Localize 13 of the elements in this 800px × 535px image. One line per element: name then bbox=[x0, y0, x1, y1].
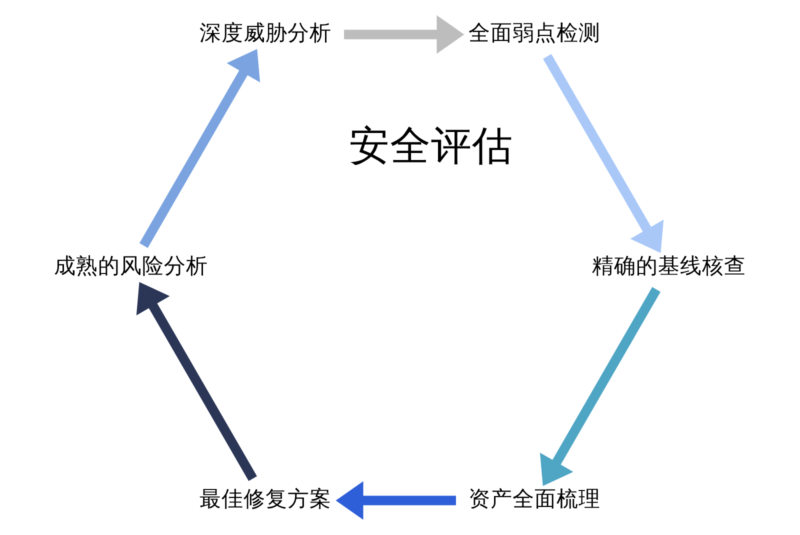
arrow bbox=[136, 282, 257, 481]
node-text: 资产全面梳理 bbox=[468, 486, 601, 511]
node-text: 成熟的风险分析 bbox=[54, 254, 208, 278]
arrow bbox=[139, 48, 260, 248]
node-text: 深度威胁分析 bbox=[199, 20, 332, 45]
arrow bbox=[344, 15, 464, 54]
arrow bbox=[543, 54, 664, 254]
node-text: 全面弱点检测 bbox=[468, 20, 601, 45]
node-text: 精确的基线核查 bbox=[592, 254, 746, 278]
arrow bbox=[540, 287, 661, 486]
node-text: 安全评估 bbox=[349, 123, 514, 168]
arrow bbox=[336, 481, 456, 520]
node-text: 最佳修复方案 bbox=[199, 486, 332, 511]
